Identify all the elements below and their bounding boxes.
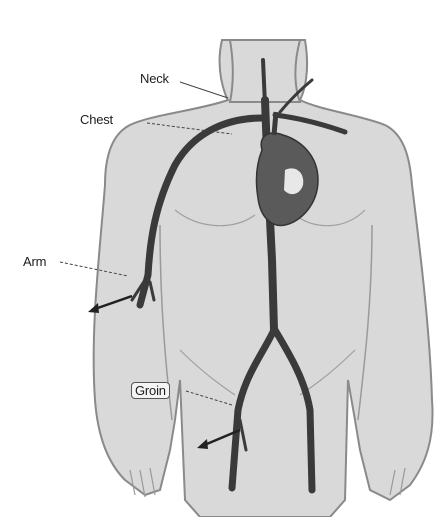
chest-label: Chest — [80, 113, 113, 126]
groin-label: Groin — [131, 382, 170, 399]
neck-label: Neck — [140, 72, 169, 85]
carotid-artery — [263, 60, 265, 105]
heart-vessel-top — [274, 112, 276, 135]
arm-label: Arm — [23, 255, 46, 268]
neck-leader-line — [180, 82, 228, 98]
